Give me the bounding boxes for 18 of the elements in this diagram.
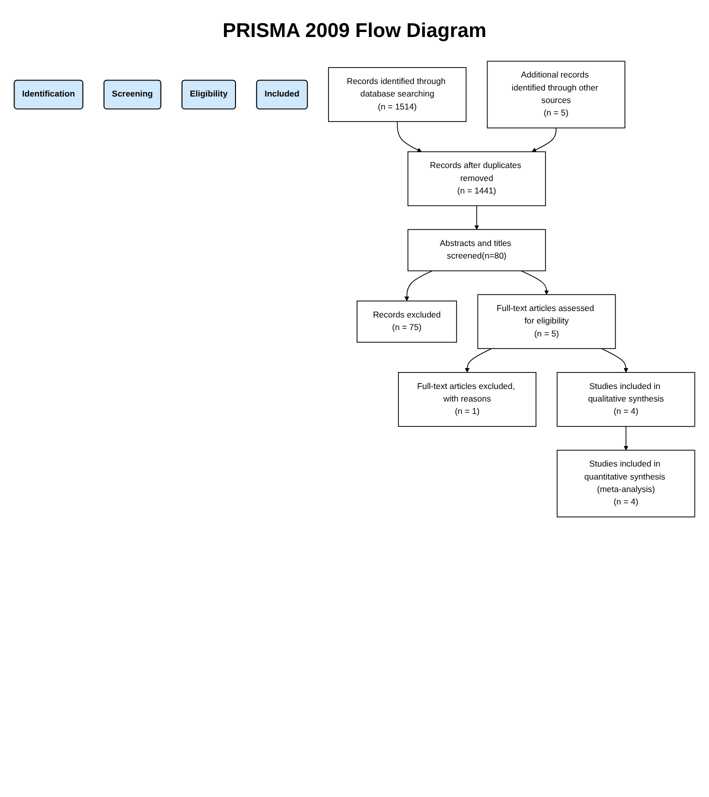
node-box: Studies included in quantitative synthesis (meta-analysis) (n = 4) — [556, 450, 696, 518]
arrow — [396, 121, 422, 152]
node-box: Studies included in qualitative synthesis (n = 4) — [556, 372, 696, 427]
node-box: Additional records identified through other sources (n = 5) — [486, 60, 626, 128]
node-box: Full-text articles excluded, with reasons (n = 1) — [398, 372, 536, 427]
diagram-title: PRISMA 2009 Flow Diagram — [222, 20, 486, 43]
arrow — [520, 270, 549, 295]
arrow — [601, 348, 628, 373]
arrow — [624, 426, 628, 450]
node-box: Records after duplicates removed (n = 1441) — [408, 151, 546, 206]
node-box: Records identified through database searching (n = 1514) — [328, 67, 467, 122]
arrow — [464, 348, 492, 373]
arrow — [532, 128, 556, 152]
node-box: Abstracts and titles screened(n=80) — [408, 229, 546, 272]
arrow — [474, 205, 480, 230]
arrow — [404, 270, 433, 302]
node-box: Full-text articles assessed for eligibility (n = 5) — [477, 294, 616, 349]
node-box: Records excluded (n = 75) — [356, 300, 457, 343]
